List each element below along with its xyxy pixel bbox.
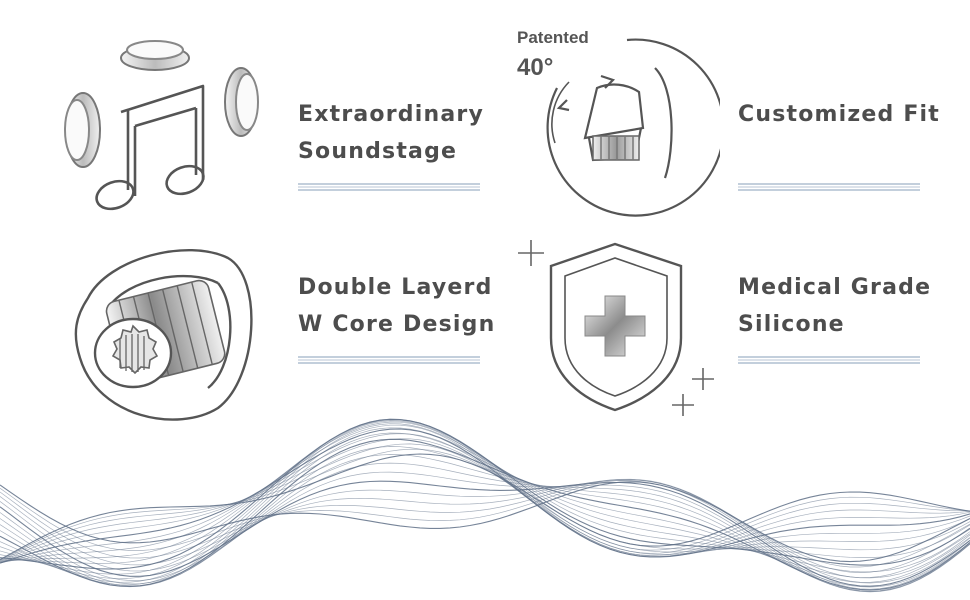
wave-line: [0, 480, 970, 583]
feature-title-line: Customized Fit: [738, 102, 941, 127]
feature-title-fit: Customized Fit: [738, 96, 940, 133]
wave-line: [0, 420, 970, 575]
ear-tip-angle-icon: Patented 40°: [515, 28, 725, 218]
wave-line: [0, 418, 970, 564]
feature-title-line: Medical Grade: [738, 275, 932, 300]
feature-title-core: Double Layerd W Core Design: [298, 269, 495, 343]
wave-line: [0, 479, 970, 568]
wave-line: [0, 481, 970, 563]
feature-title-line: Double Layerd: [298, 275, 493, 300]
feature-title-line: Silicone: [738, 312, 845, 337]
angle-value: 40°: [517, 54, 554, 81]
wave-line: [0, 418, 970, 570]
wave-line: [0, 428, 970, 564]
wave-line: [0, 432, 970, 588]
feature-title-line: W Core Design: [298, 312, 496, 337]
music-note-icon: [64, 40, 259, 211]
wave-line: [0, 438, 970, 563]
wave-line: [0, 443, 970, 562]
wave-line: [0, 424, 970, 564]
feature-title-soundstage: Extraordinary Soundstage: [298, 96, 484, 170]
shield-cross-icon: [518, 240, 714, 416]
ear-tip-core-icon: [74, 248, 253, 421]
sound-wave-decoration: [0, 418, 970, 593]
wave-line: [0, 419, 970, 563]
wave-line: [0, 421, 970, 564]
title-underline: [298, 183, 480, 191]
feature-title-line: Soundstage: [298, 139, 458, 164]
title-underline: [738, 356, 920, 364]
title-underline: [738, 183, 920, 191]
patented-label: Patented: [517, 28, 589, 47]
wave-line: [0, 480, 970, 587]
wave-line: [0, 433, 970, 563]
feature-title-silicone: Medical Grade Silicone: [738, 269, 931, 343]
title-underline: [298, 356, 480, 364]
wave-line: [0, 453, 970, 561]
wave-line: [0, 471, 970, 590]
feature-title-line: Extraordinary: [298, 102, 484, 127]
